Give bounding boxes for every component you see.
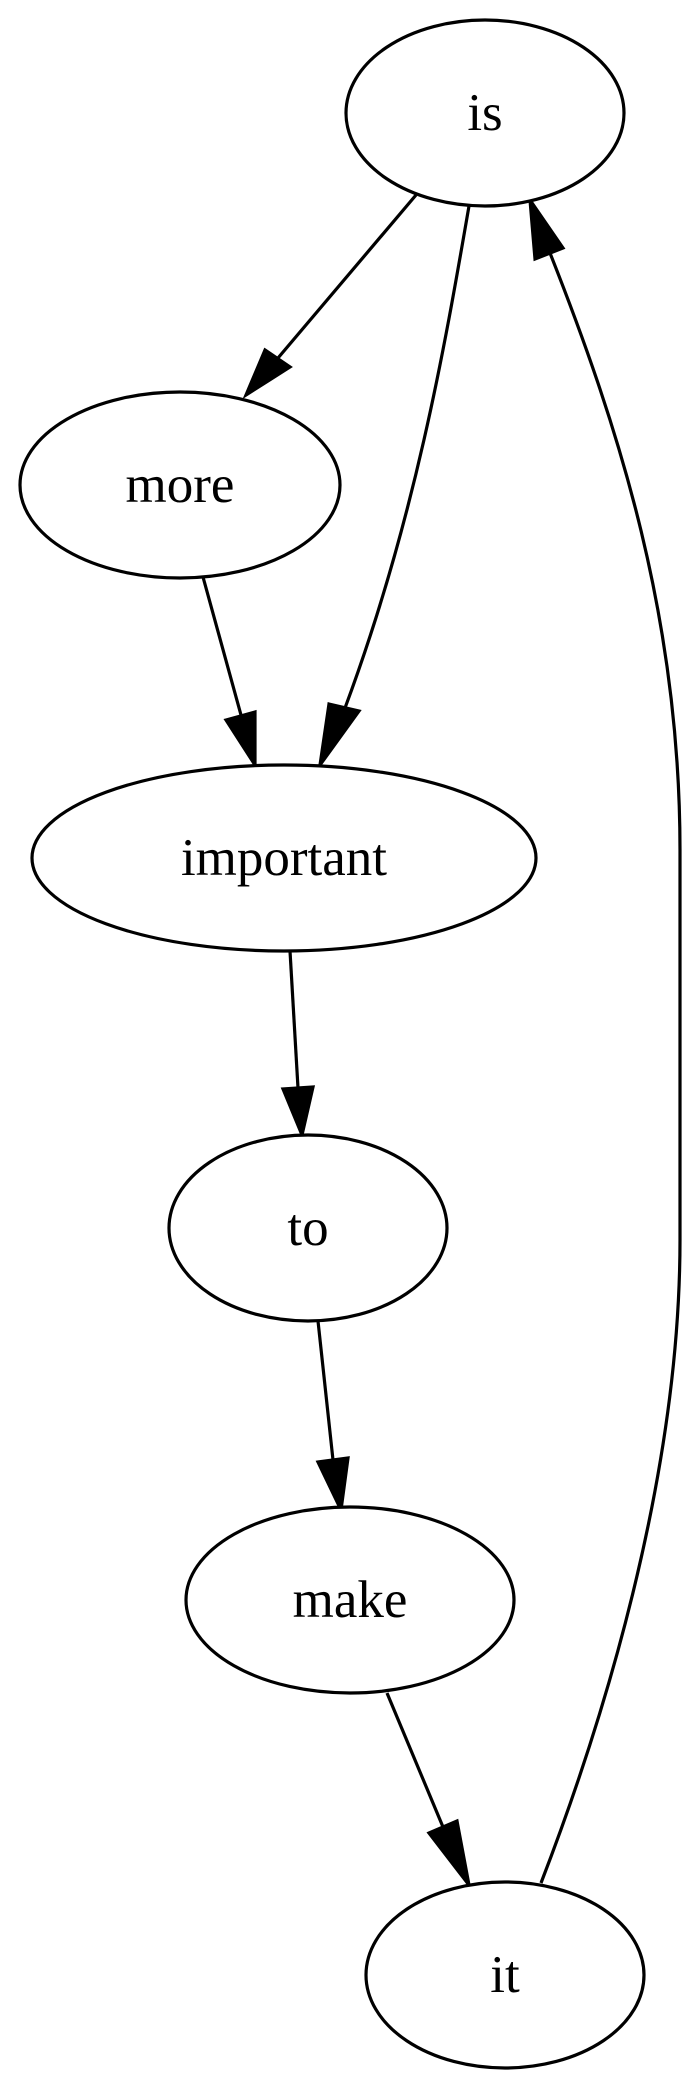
- node-it: it: [364, 1880, 646, 2070]
- edge-is-to-important: [318, 205, 471, 766]
- node-to: to: [167, 1133, 449, 1323]
- node-label-important: important: [181, 829, 387, 887]
- node-important: important: [30, 763, 538, 953]
- node-label-it: it: [490, 1946, 520, 2004]
- edge-to-to-make: [315, 1320, 350, 1516]
- node-make: make: [184, 1505, 516, 1695]
- node-more: more: [18, 390, 342, 580]
- edges: [201, 193, 682, 1886]
- edge-it-to-is: [527, 194, 682, 1884]
- edge-make-to-it: [385, 1692, 471, 1886]
- node-label-more: more: [126, 456, 235, 514]
- edge-more-to-important: [201, 576, 257, 771]
- edge-important-to-to: [280, 950, 316, 1141]
- node-label-make: make: [293, 1571, 408, 1629]
- edge-is-to-more: [242, 193, 418, 400]
- node-label-to: to: [287, 1199, 328, 1257]
- node-label-is: is: [467, 84, 502, 142]
- node-is: is: [344, 18, 626, 208]
